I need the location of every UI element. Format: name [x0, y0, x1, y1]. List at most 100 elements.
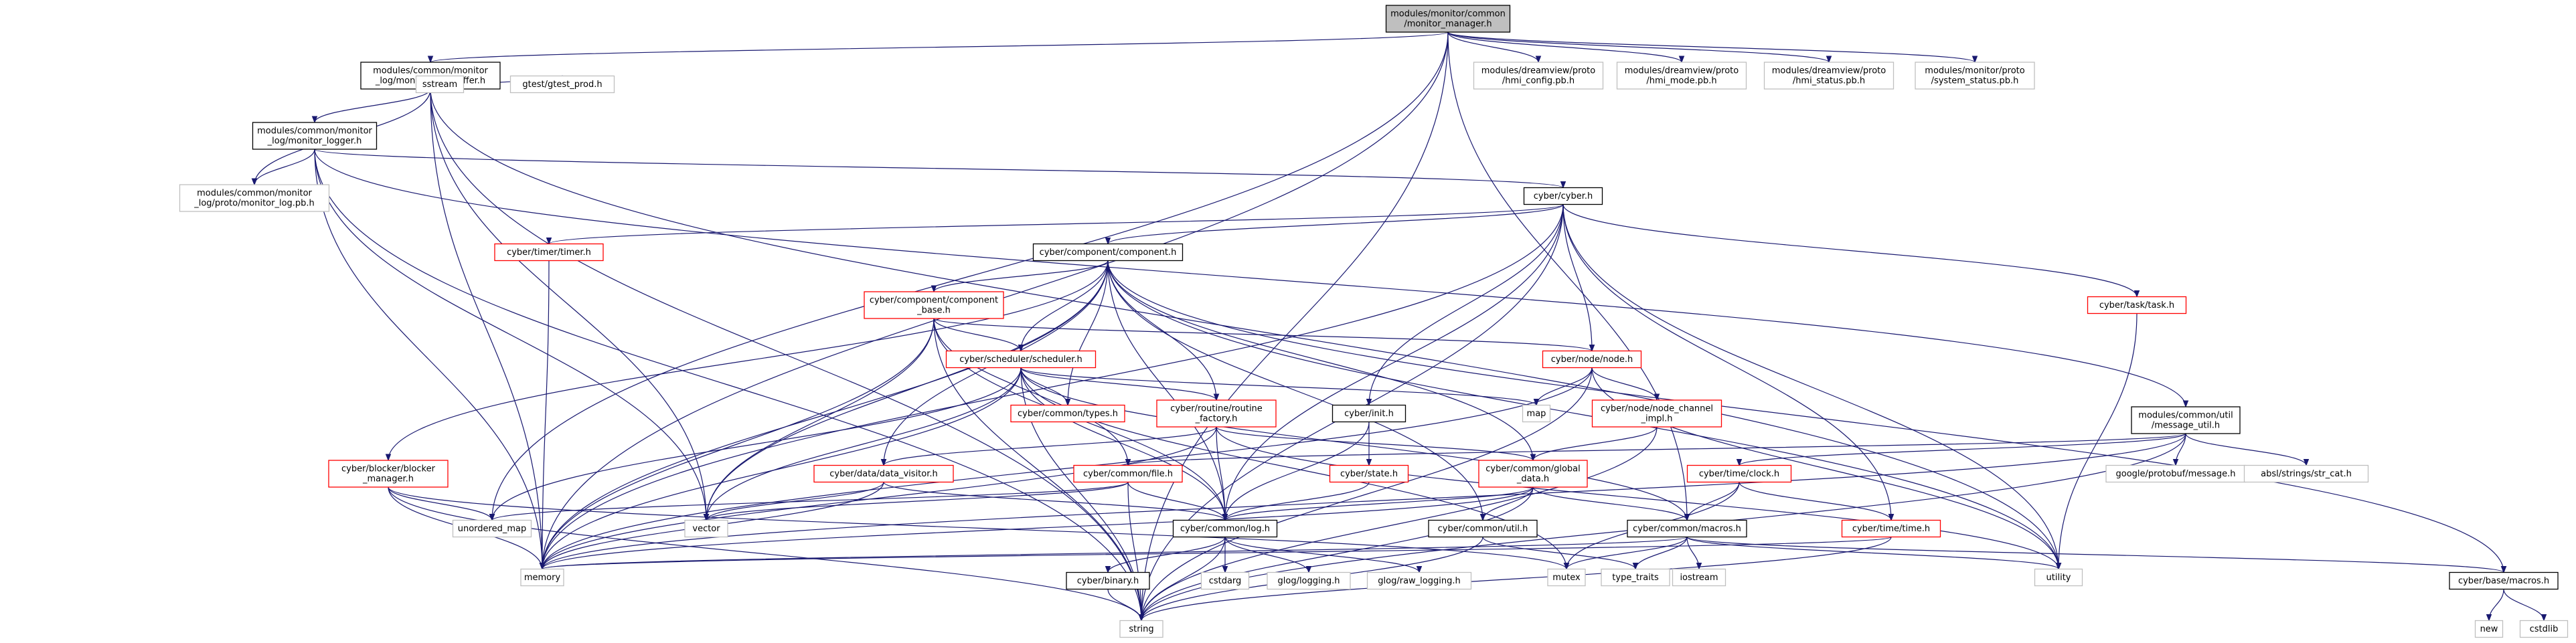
- node-label: map: [1527, 409, 1546, 419]
- edge-blocker-manager-to-unordered-map: [388, 486, 493, 521]
- arrowhead: [1535, 56, 1542, 64]
- node-box: [1591, 399, 1722, 428]
- node-box: [1686, 464, 1792, 483]
- node-node-channel-impl[interactable]: cyber/node/node_channel_impl.h: [1591, 399, 1722, 428]
- node-label: gtest/gtest_prod.h: [522, 80, 602, 90]
- edge-task-h-to-utility: [2058, 313, 2138, 569]
- node-label: modules/common/monitor: [257, 126, 372, 136]
- node-box: [813, 464, 954, 483]
- node-label: /hmi_mode.pb.h: [1646, 76, 1716, 86]
- node-box: [1267, 571, 1351, 590]
- node-macros-h[interactable]: cyber/common/macros.h: [1627, 519, 1747, 538]
- node-box: [1032, 243, 1184, 262]
- edge-monitor-manager-to-hmi-status: [1447, 31, 1830, 63]
- arrowhead: [1632, 563, 1639, 570]
- edge-cyber-h-to-time-h: [1562, 204, 1892, 521]
- node-mutex: mutex: [1547, 568, 1586, 587]
- node-layer: modules/monitor/common/monitor_manager.h…: [179, 5, 2569, 638]
- arrowhead: [311, 116, 318, 124]
- node-box: [1473, 62, 1604, 90]
- node-component-base[interactable]: cyber/component/component_base.h: [864, 291, 1004, 319]
- node-label: absl/strings/str_cat.h: [2261, 469, 2352, 479]
- node-label: cyber/data/data_visitor.h: [829, 469, 938, 479]
- edge-component-base-to-memory: [542, 318, 935, 569]
- node-label: /message_util.h: [2152, 421, 2220, 431]
- node-binary-h[interactable]: cyber/binary.h: [1066, 571, 1150, 590]
- node-new: new: [2474, 620, 2504, 638]
- node-label: _manager.h: [362, 474, 414, 484]
- arrowhead: [1222, 566, 1228, 573]
- edge-message-util-to-clock-h: [1739, 433, 2186, 466]
- edge-component-base-to-vector: [706, 318, 935, 521]
- arrowhead: [1654, 393, 1660, 401]
- node-util-h[interactable]: cyber/common/util.h: [1428, 519, 1538, 538]
- edge-routine-factory-to-utility: [1216, 426, 2059, 569]
- node-init-h[interactable]: cyber/init.h: [1332, 404, 1406, 423]
- node-timer-h[interactable]: cyber/timer/timer.h: [494, 243, 604, 262]
- node-task-h[interactable]: cyber/task/task.h: [2087, 296, 2187, 314]
- edge-scheduler-h-to-unordered-map: [491, 367, 1022, 521]
- arrowhead: [1826, 56, 1832, 64]
- node-base-macros[interactable]: cyber/base/macros.h: [2449, 571, 2559, 590]
- node-label: _factory.h: [1195, 414, 1238, 424]
- node-box: [1763, 62, 1895, 90]
- node-utility: utility: [2034, 568, 2083, 587]
- arrowhead: [1213, 393, 1220, 401]
- node-box: [1601, 568, 1670, 587]
- node-monitor-manager[interactable]: modules/monitor/common/monitor_manager.h: [1385, 5, 1511, 33]
- edge-util-h-to-type-traits: [1482, 537, 1636, 569]
- edge-base-macros-to-new: [2488, 589, 2504, 621]
- node-blocker-manager[interactable]: cyber/blocker/blocker_manager.h: [328, 460, 449, 488]
- node-box: [1156, 399, 1277, 428]
- node-label: cyber/node/node.h: [1551, 355, 1633, 365]
- node-label: iostream: [1680, 573, 1718, 583]
- edge-state-h-to-log-h: [1224, 482, 1370, 521]
- edge-blocker-manager-to-mutex: [388, 486, 1567, 569]
- node-cyber-h[interactable]: cyber/cyber.h: [1523, 187, 1603, 205]
- node-message-util[interactable]: modules/common/util/message_util.h: [2131, 406, 2241, 434]
- arrowhead: [2172, 459, 2179, 466]
- node-box: [328, 460, 449, 488]
- node-data-visitor[interactable]: cyber/data/data_visitor.h: [813, 464, 954, 483]
- arrowhead: [2541, 614, 2547, 622]
- edge-routine-factory-to-log-h: [1216, 426, 1226, 521]
- arrowhead: [2182, 400, 2189, 408]
- edge-component-h-to-vector: [706, 260, 1109, 521]
- arrowhead: [1105, 566, 1111, 573]
- node-log-h[interactable]: cyber/common/log.h: [1172, 519, 1278, 538]
- node-state-h[interactable]: cyber/state.h: [1329, 464, 1409, 483]
- arrowhead: [489, 514, 495, 521]
- node-file-h[interactable]: cyber/common/file.h: [1073, 464, 1183, 483]
- arrowhead: [1533, 399, 1540, 406]
- edge-message-util-to-memory: [542, 433, 2186, 569]
- edge-monitor-manager-to-hmi-config: [1447, 31, 1539, 63]
- edge-routine-factory-to-global-data: [1216, 426, 1534, 461]
- edge-global-data-to-macros-h: [1532, 486, 1688, 521]
- node-time-h[interactable]: cyber/time/time.h: [1841, 519, 1941, 538]
- node-types-h[interactable]: cyber/common/types.h: [1010, 404, 1125, 423]
- node-routine-factory[interactable]: cyber/routine/routine_factory.h: [1156, 399, 1277, 428]
- edge-time-h-to-string: [1141, 537, 1892, 621]
- node-clock-h[interactable]: cyber/time/clock.h: [1686, 464, 1792, 483]
- edge-message-util-to-str-cat: [2185, 433, 2307, 466]
- edge-init-h-to-log-h: [1224, 422, 1370, 521]
- node-label: sstream: [422, 80, 457, 90]
- node-label: modules/dreamview/proto: [1772, 66, 1886, 76]
- edge-scheduler-h-to-vector: [706, 367, 1022, 521]
- edge-monitor-manager-to-unordered-map: [491, 31, 1449, 521]
- node-global-data[interactable]: cyber/common/global_data.h: [1478, 460, 1588, 488]
- edge-macros-h-to-memory: [542, 536, 1688, 570]
- node-box: [1010, 404, 1125, 423]
- node-label: cyber/common/global: [1485, 464, 1580, 474]
- edge-macros-h-to-mutex: [1566, 537, 1688, 569]
- edge-log-h-to-string: [1141, 537, 1226, 621]
- node-node-h[interactable]: cyber/node/node.h: [1542, 350, 1642, 369]
- node-component-h[interactable]: cyber/component/component.h: [1032, 243, 1184, 262]
- node-label: glog/raw_logging.h: [1378, 576, 1460, 586]
- node-monitor-logger[interactable]: modules/common/monitor_log/monitor_logge…: [252, 122, 378, 150]
- node-scheduler-h[interactable]: cyber/scheduler/scheduler.h: [945, 350, 1097, 369]
- arrowhead: [1125, 459, 1131, 466]
- edge-component-h-to-log-h: [1107, 260, 1226, 521]
- arrowhead: [703, 514, 710, 521]
- arrowhead: [1105, 238, 1111, 245]
